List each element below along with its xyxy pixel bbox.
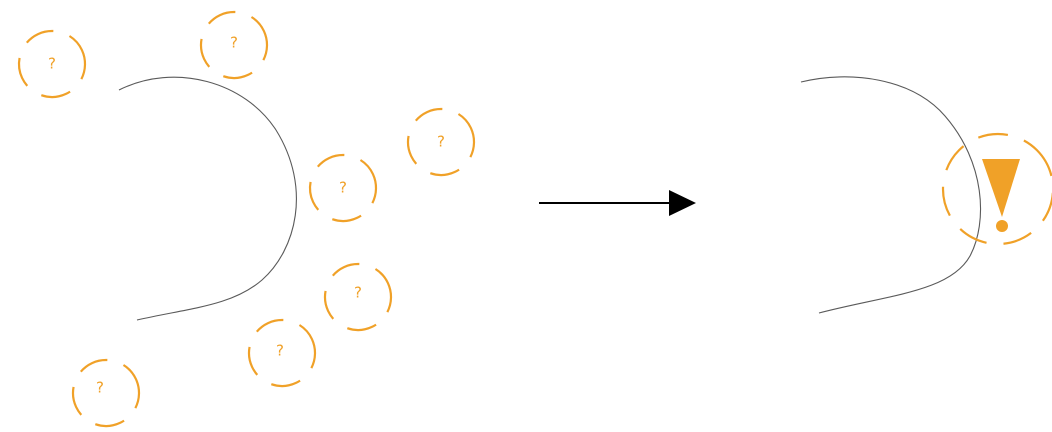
uncertain-marker: ? [17,29,87,99]
uncertain-marker: ? [71,358,141,428]
question-mark-icon: ? [230,34,238,52]
question-mark-icon: ? [339,179,347,197]
left-panel: ? ? ? ? ? ? ? [17,10,476,428]
uncertain-marker: ? [199,10,269,80]
left-curve [118,76,297,321]
question-mark-icon: ? [48,55,56,73]
uncertain-marker: ? [247,318,317,388]
right-curve [800,76,982,314]
uncertain-marker: ? [323,262,393,332]
question-mark-icon: ? [354,284,362,302]
dashed-circle [247,318,317,388]
uncertain-marker: ? [406,107,476,177]
exclamation-bar [982,159,1020,217]
dashed-circle [323,262,393,332]
arrow-head [669,190,696,216]
exclamation-mark-icon [982,159,1020,232]
question-mark-icon: ? [276,342,284,360]
dashed-circle [199,10,269,80]
uncertain-marker: ? [308,153,378,223]
right-arrow-icon [539,190,696,216]
question-mark-icon: ? [437,133,445,151]
right-panel [800,76,1052,314]
question-mark-icon: ? [96,379,104,397]
dashed-circle [71,358,141,428]
dashed-circle [941,132,1052,246]
identified-marker [941,132,1052,246]
exclamation-dot [996,220,1008,232]
